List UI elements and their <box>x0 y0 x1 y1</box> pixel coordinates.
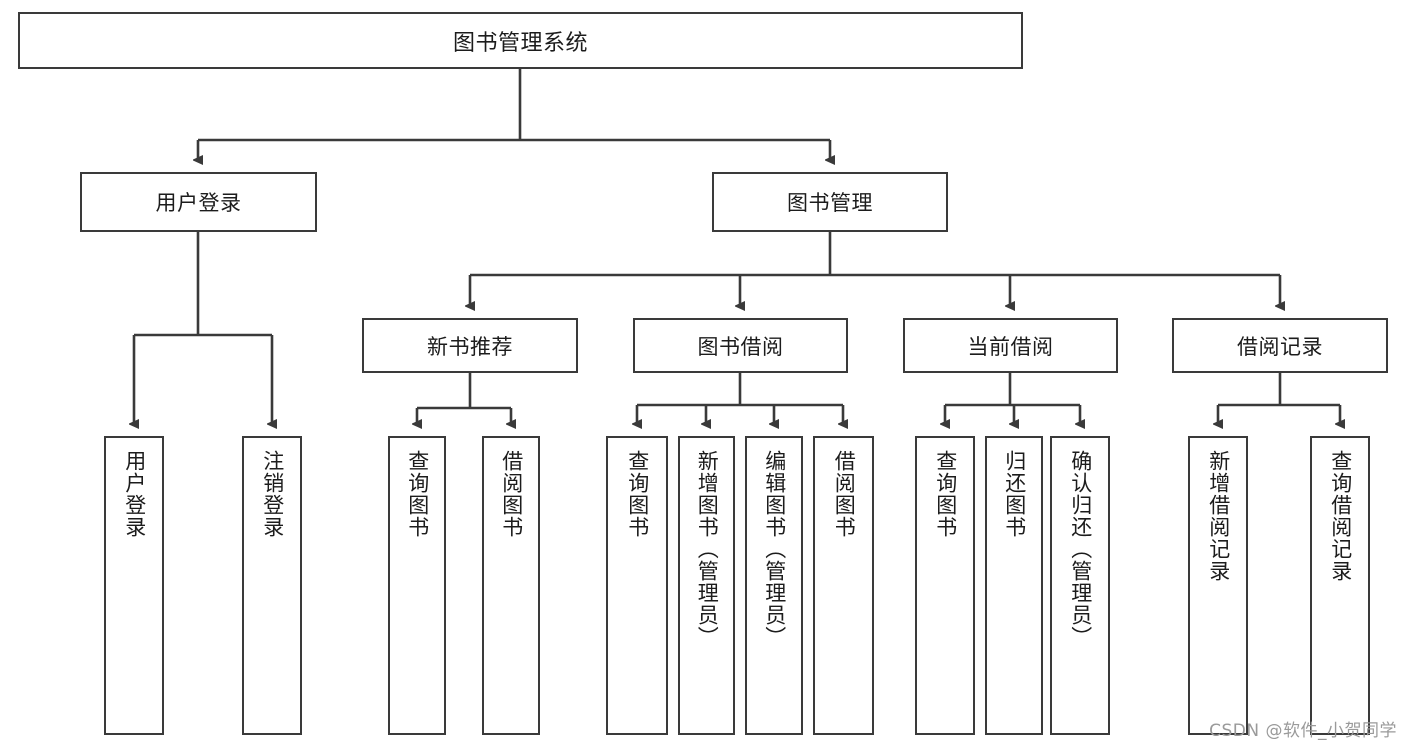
leaf-node[interactable]: 编辑图书（管理员） <box>745 436 803 735</box>
node-new-book-recommend[interactable]: 新书推荐 <box>362 318 578 373</box>
node-label: 新书推荐 <box>427 334 513 359</box>
leaf-node[interactable]: 借阅图书 <box>813 436 874 735</box>
leaf-label: 查询借阅记录 <box>1328 450 1353 582</box>
node-label: 借阅记录 <box>1237 334 1323 359</box>
node-label: 当前借阅 <box>967 334 1054 359</box>
leaf-node[interactable]: 借阅图书 <box>482 436 540 735</box>
leaf-node[interactable]: 查询借阅记录 <box>1310 436 1370 735</box>
leaf-node[interactable]: 查询图书 <box>388 436 446 735</box>
leaf-node[interactable]: 查询图书 <box>606 436 668 735</box>
node-book-management[interactable]: 图书管理 <box>712 172 948 232</box>
leaf-node[interactable]: 确认归还（管理员） <box>1050 436 1110 735</box>
node-book-borrow[interactable]: 图书借阅 <box>633 318 848 373</box>
watermark: CSDN @软件_小贺同学 <box>1209 721 1397 741</box>
node-label: 图书借阅 <box>697 334 784 359</box>
leaf-label: 确认归还（管理员） <box>1068 450 1093 648</box>
node-current-borrow[interactable]: 当前借阅 <box>903 318 1118 373</box>
leaf-label: 编辑图书（管理员） <box>762 450 787 648</box>
leaf-node[interactable]: 查询图书 <box>915 436 975 735</box>
leaf-label: 注销登录 <box>260 450 285 538</box>
leaf-label: 借阅图书 <box>499 450 524 538</box>
leaf-node[interactable]: 用户登录 <box>104 436 164 735</box>
node-label: 图书管理 <box>787 191 873 215</box>
leaf-node[interactable]: 归还图书 <box>985 436 1043 735</box>
leaf-label: 新增图书（管理员） <box>695 450 720 648</box>
node-user-login[interactable]: 用户登录 <box>80 172 317 232</box>
leaf-label: 借阅图书 <box>832 450 857 538</box>
leaf-label: 新增借阅记录 <box>1206 450 1231 582</box>
leaf-node[interactable]: 新增图书（管理员） <box>678 436 735 735</box>
leaf-node[interactable]: 新增借阅记录 <box>1188 436 1248 735</box>
leaf-node[interactable]: 注销登录 <box>242 436 302 735</box>
node-root-label: 图书管理系统 <box>452 30 588 56</box>
leaf-label: 查询图书 <box>933 450 958 538</box>
node-borrow-record[interactable]: 借阅记录 <box>1172 318 1388 373</box>
leaf-label: 用户登录 <box>122 450 147 538</box>
leaf-label: 归还图书 <box>1002 450 1027 538</box>
node-label: 用户登录 <box>155 191 242 215</box>
leaf-label: 查询图书 <box>625 450 650 538</box>
leaf-label: 查询图书 <box>405 450 430 538</box>
node-root[interactable]: 图书管理系统 <box>18 12 1023 69</box>
